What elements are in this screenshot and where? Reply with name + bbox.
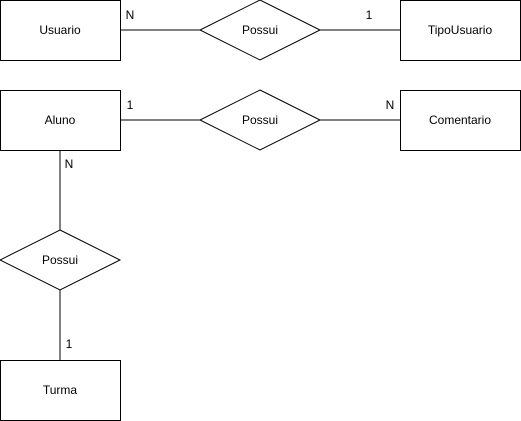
relationship-aluno-comentario-label: Possui <box>242 113 278 127</box>
entity-tipousuario[interactable]: TipoUsuario <box>400 0 521 61</box>
cardinality-aluno-comentario: 1 <box>127 98 134 112</box>
entity-aluno[interactable]: Aluno <box>0 90 121 151</box>
entity-comentario[interactable]: Comentario <box>400 90 521 151</box>
entity-usuario-label: Usuario <box>39 23 81 37</box>
relationship-aluno-turma[interactable]: Possui <box>0 229 122 291</box>
cardinality-comentario: N <box>386 98 395 112</box>
relationship-aluno-turma-label: Possui <box>42 253 78 267</box>
cardinality-usuario: N <box>126 8 135 22</box>
cardinality-tipousuario: 1 <box>366 8 373 22</box>
relationship-usuario-tipousuario[interactable]: Possui <box>198 0 322 61</box>
cardinality-turma: 1 <box>66 337 73 351</box>
entity-comentario-label: Comentario <box>429 113 491 127</box>
relationship-usuario-tipousuario-label: Possui <box>242 23 278 37</box>
relationship-aluno-comentario[interactable]: Possui <box>198 89 322 151</box>
entity-aluno-label: Aluno <box>45 113 76 127</box>
entity-usuario[interactable]: Usuario <box>0 0 121 61</box>
entity-turma-label: Turma <box>43 383 78 397</box>
entity-turma[interactable]: Turma <box>0 360 121 421</box>
cardinality-aluno-turma: N <box>65 157 74 171</box>
entity-tipousuario-label: TipoUsuario <box>428 23 493 37</box>
